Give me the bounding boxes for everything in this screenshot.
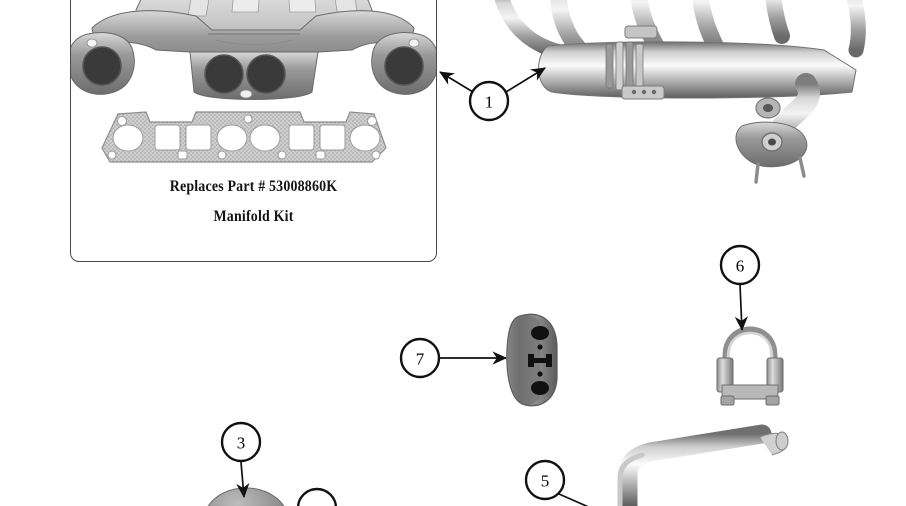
- exhaust-manifold-casting: [71, 0, 436, 100]
- callout-5-number: 5: [541, 472, 550, 491]
- tubular-exhaust-header: [494, 0, 866, 184]
- callout-1[interactable]: 1: [468, 80, 510, 122]
- u-bolt-exhaust-clamp: [716, 326, 784, 406]
- callout-partial-cropped[interactable]: [296, 487, 338, 506]
- callout-1-number: 1: [485, 93, 494, 112]
- manifold-kit-caption: Replaces Part # 53008860K Manifold Kit: [88, 172, 418, 232]
- kit-caption-line-2: Manifold Kit: [213, 208, 294, 225]
- leader-6: [734, 284, 749, 332]
- callout-3[interactable]: 3: [220, 421, 262, 463]
- leader-1-to-kit-box: [439, 71, 474, 93]
- callout-7[interactable]: 7: [399, 337, 441, 379]
- header-flex-joint: [605, 41, 644, 91]
- callout-markers[interactable]: 1 7 6 3 5: [220, 80, 761, 506]
- callout-5[interactable]: 5: [524, 459, 566, 501]
- exhaust-hanger-isolator: [506, 313, 558, 407]
- manifold-gasket: [101, 111, 387, 163]
- leader-3: [236, 461, 250, 499]
- kit-caption-line-1: Replaces Part # 53008860K: [169, 178, 338, 195]
- leader-5: [558, 493, 589, 506]
- muffler-body: [207, 487, 285, 506]
- exhaust-pipe: [617, 424, 789, 506]
- callout-7-number: 7: [416, 350, 425, 369]
- callout-3-number: 3: [237, 434, 246, 453]
- leader-1-to-header: [505, 67, 546, 93]
- callout-6-number: 6: [736, 257, 745, 276]
- callout-6[interactable]: 6: [719, 244, 761, 286]
- manifold-kit-contents: [71, 0, 436, 163]
- callout-leaders: [236, 67, 749, 506]
